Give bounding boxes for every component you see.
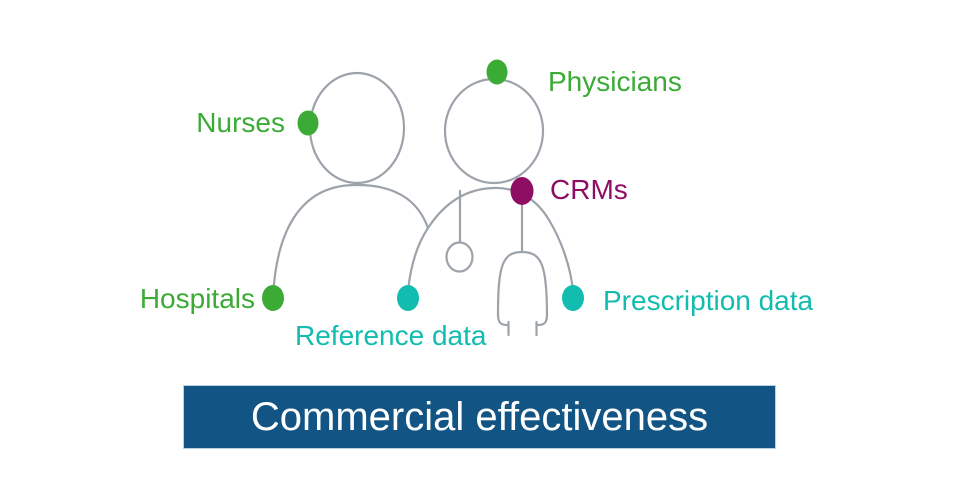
nurse-head-outline	[308, 71, 406, 185]
reference-data-label: Reference data	[295, 320, 487, 351]
stethoscope-left-earhook-icon	[496, 312, 509, 327]
stethoscope-right-earhook-icon	[536, 312, 549, 327]
nurse-body-outline	[271, 183, 430, 299]
prescription-data-dot	[562, 285, 584, 311]
doctor-body-outline	[406, 186, 575, 294]
prescription-data-label: Prescription data	[603, 285, 814, 316]
doctor-head-outline	[443, 77, 545, 185]
commercial-effectiveness-banner: Commercial effectiveness	[183, 385, 776, 449]
nurses-dot	[297, 110, 319, 136]
hospitals-dot	[262, 285, 284, 311]
physicians-dot	[486, 59, 508, 85]
physicians-label: Physicians	[548, 66, 682, 97]
nurses-label: Nurses	[196, 107, 285, 138]
crms-dot	[510, 177, 534, 205]
figure-outlines	[271, 71, 575, 337]
reference-data-dot	[397, 285, 419, 311]
hospitals-label: Hospitals	[139, 283, 255, 314]
stethoscope-binaural-icon	[496, 250, 549, 318]
stethoscope-chestpiece-icon	[445, 241, 474, 273]
crms-label: CRMs	[550, 174, 628, 205]
